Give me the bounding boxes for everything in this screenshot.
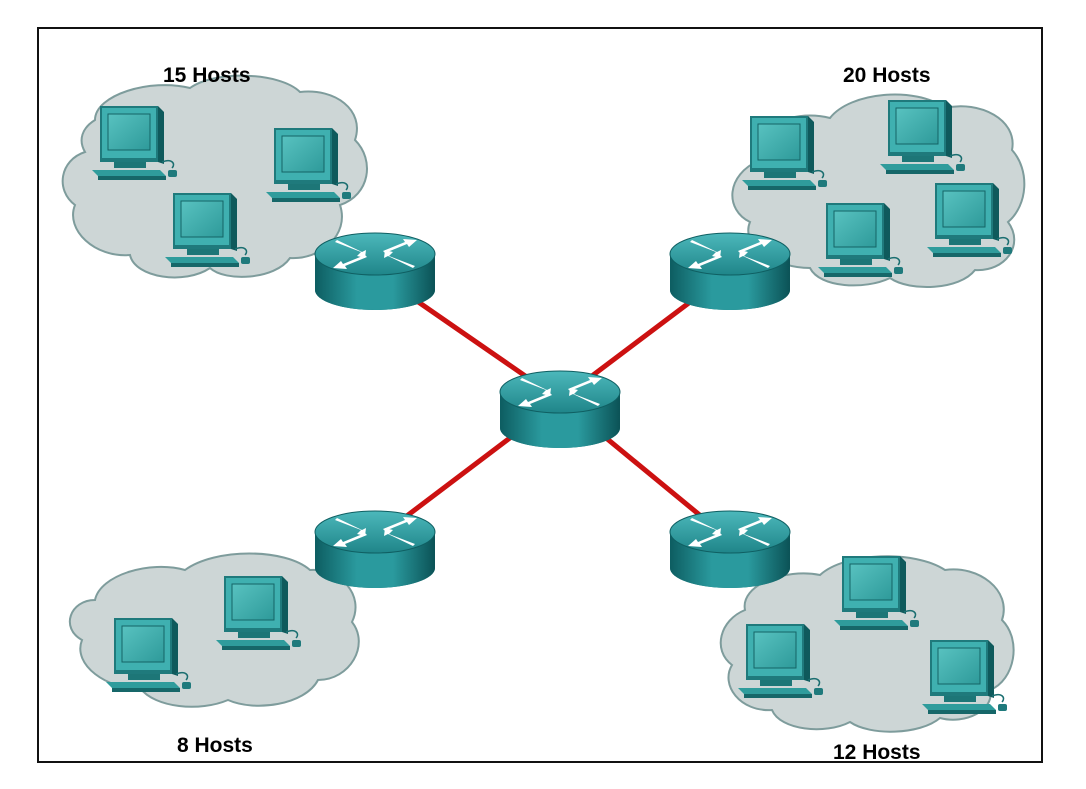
network-label-bottom-right: 12 Hosts: [833, 741, 921, 764]
router-icon: [314, 510, 436, 589]
network-label-top-left: 15 Hosts: [163, 64, 251, 87]
router-icon: [499, 370, 621, 449]
router-icon: [314, 232, 436, 311]
router-icon: [669, 232, 791, 311]
network-label-bottom-left: 8 Hosts: [177, 734, 253, 757]
network-label-top-right: 20 Hosts: [843, 64, 931, 87]
router-icon: [669, 510, 791, 589]
